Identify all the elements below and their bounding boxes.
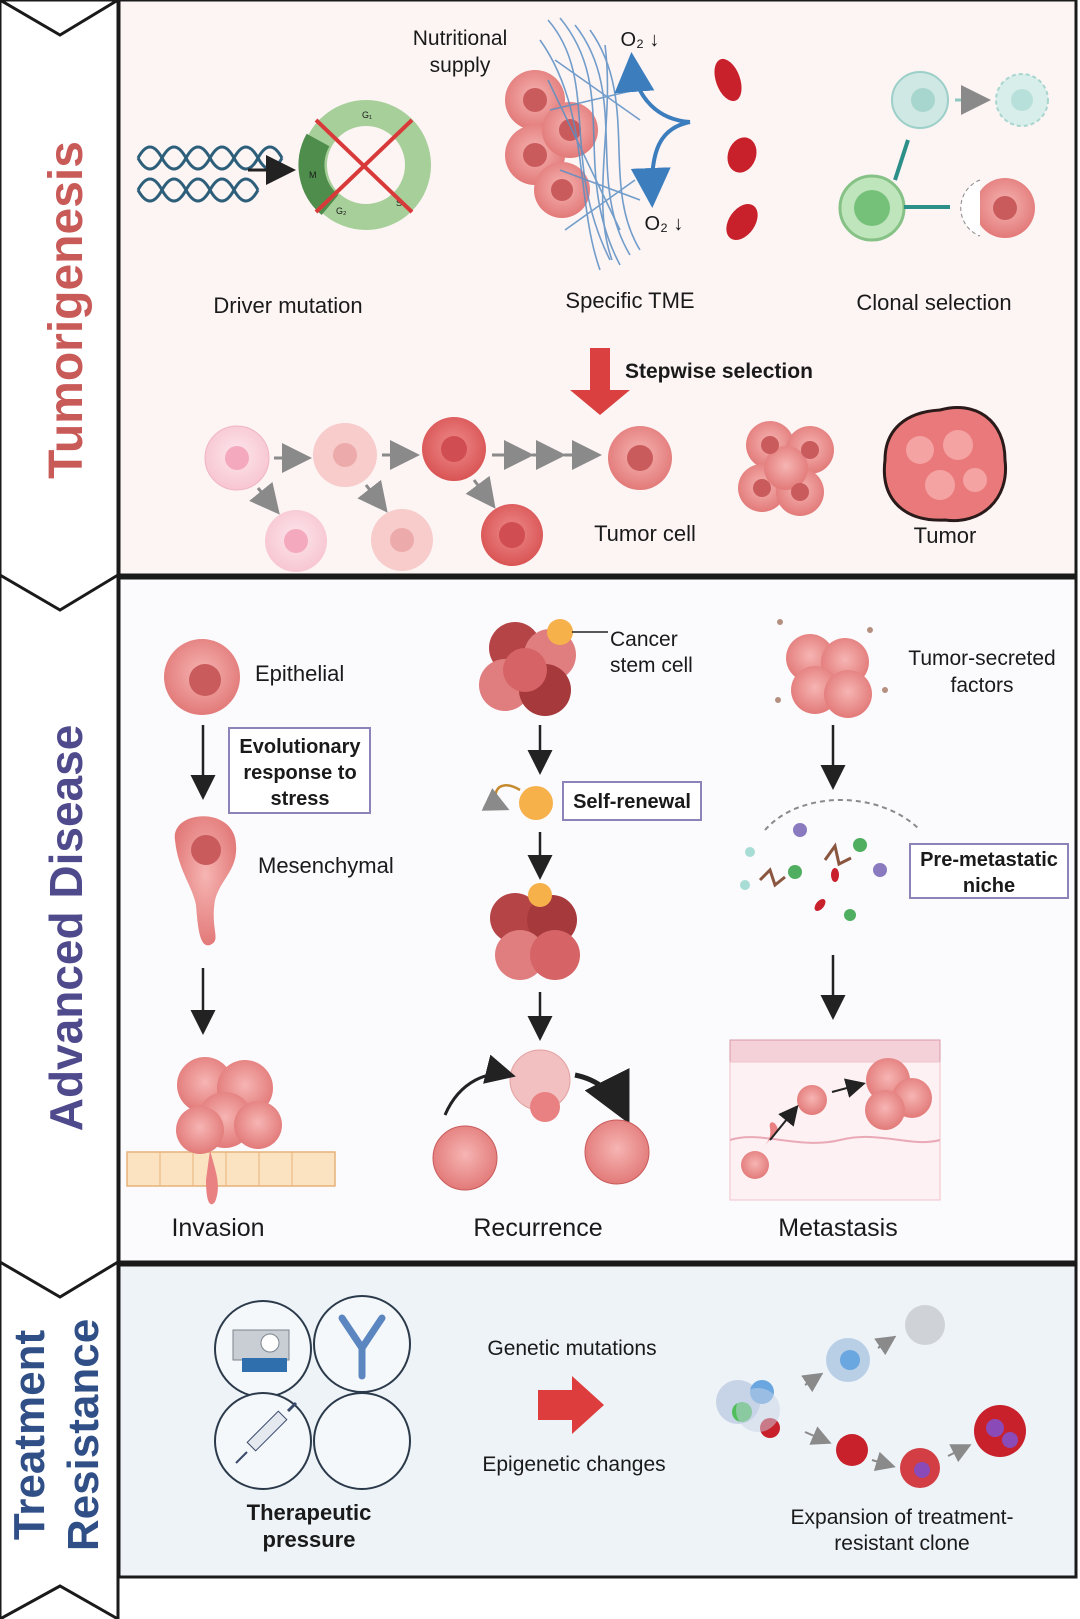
section-title-treatment: Treatment	[5, 1330, 54, 1541]
premetastatic-niche-box	[909, 843, 1069, 899]
label-o2-bottom: O₂ ↓	[645, 213, 684, 235]
label-nutritional-2: supply	[430, 54, 491, 77]
stem-cell-tumor-icon	[479, 619, 576, 716]
band-top-notch	[0, 0, 119, 37]
radiotherapy-machine-icon	[232, 1329, 290, 1372]
left-band-chevron	[0, 0, 120, 1619]
label-expansion-2: resistant clone	[834, 1532, 969, 1555]
label-cancer-stem-1: Cancer	[610, 628, 678, 651]
evolutionary-response-box	[228, 727, 371, 814]
metastasis-icon	[729, 1039, 941, 1201]
tumor-mass-icon	[882, 405, 1008, 523]
recurrence-icon	[432, 1049, 650, 1191]
label-o2-top: O₂ ↓	[621, 29, 660, 51]
extracellular-matrix-fibers-icon	[539, 17, 641, 271]
cycle-g2-label: G₂	[336, 206, 347, 216]
section-title-advanced-disease: Advanced Disease	[40, 725, 92, 1132]
label-driver-mutation: Driver mutation	[213, 293, 362, 318]
mesenchymal-cell-icon	[174, 816, 237, 946]
resistant-clone-expansion-icon	[716, 1305, 1026, 1488]
label-premetastatic-2: niche	[963, 875, 1015, 897]
stepwise-selection-arrow	[570, 348, 630, 415]
cycle-g1-label: G₁	[362, 110, 372, 120]
label-tumor-cell: Tumor cell	[594, 521, 696, 546]
cell-progression	[204, 417, 672, 572]
label-epithelial: Epithelial	[255, 661, 344, 686]
label-genetic-mutations: Genetic mutations	[487, 1337, 656, 1360]
tumor-cells-cluster-icon	[505, 70, 598, 218]
label-evolutionary-1: Evolutionary	[239, 736, 361, 758]
label-tumor-secreted-1: Tumor-secreted	[908, 647, 1055, 670]
label-therapeutic-1: Therapeutic	[247, 1500, 372, 1525]
cycle-s-label: S	[396, 198, 402, 208]
antibody-icon	[338, 1314, 386, 1380]
label-nutritional-1: Nutritional	[413, 27, 508, 50]
premetastatic-niche-icon	[740, 799, 921, 921]
label-self-renewal: Self-renewal	[573, 791, 691, 813]
red-blood-cells-icon	[714, 58, 758, 241]
label-evolutionary-2: response to	[243, 762, 356, 784]
band-divider-2	[0, 1260, 119, 1299]
change-arrow	[538, 1376, 604, 1434]
label-cancer-stem-2: stem cell	[610, 654, 693, 677]
label-therapeutic-2: pressure	[263, 1527, 356, 1552]
cycle-m-label: M	[309, 170, 317, 180]
label-expansion-1: Expansion of treatment-	[791, 1506, 1014, 1529]
section-title-tumorigenesis: Tumorigenesis	[40, 141, 93, 479]
label-stepwise-selection: Stepwise selection	[625, 360, 813, 383]
label-invasion: Invasion	[171, 1214, 264, 1242]
tumor-cluster-icon	[738, 421, 834, 516]
clonal-selection-icon	[838, 71, 1049, 242]
label-epigenetic-changes: Epigenetic changes	[482, 1453, 665, 1476]
label-evolutionary-3: stress	[271, 788, 330, 810]
label-metastasis: Metastasis	[778, 1214, 897, 1242]
label-premetastatic-1: Pre-metastatic	[920, 849, 1058, 871]
label-tumor: Tumor	[914, 523, 977, 548]
self-renewal-box	[562, 781, 702, 821]
progression-arrows	[249, 440, 602, 515]
oxygen-arrow-down	[630, 120, 691, 208]
label-recurrence: Recurrence	[473, 1214, 602, 1242]
regrown-tumor-icon	[490, 883, 580, 980]
band-divider-1	[0, 573, 119, 612]
invasion-icon	[126, 1057, 336, 1205]
oxygen-arrow-up	[614, 52, 691, 124]
syringe-icon	[235, 1401, 298, 1464]
cell-cycle-icon: G₁ S G₂ M	[298, 100, 431, 230]
label-mesenchymal: Mesenchymal	[258, 853, 394, 878]
label-clonal-selection: Clonal selection	[856, 290, 1011, 315]
dna-helix-icon	[136, 145, 284, 203]
label-specific-tme: Specific TME	[565, 288, 694, 313]
self-renewal-cell-icon	[481, 784, 553, 820]
epithelial-cell-icon	[164, 639, 240, 715]
section-title-resistance: Resistance	[59, 1319, 108, 1551]
secreting-tumor-icon	[775, 619, 888, 718]
cross-mark-icon	[314, 118, 414, 214]
label-tumor-secreted-2: factors	[950, 674, 1013, 697]
